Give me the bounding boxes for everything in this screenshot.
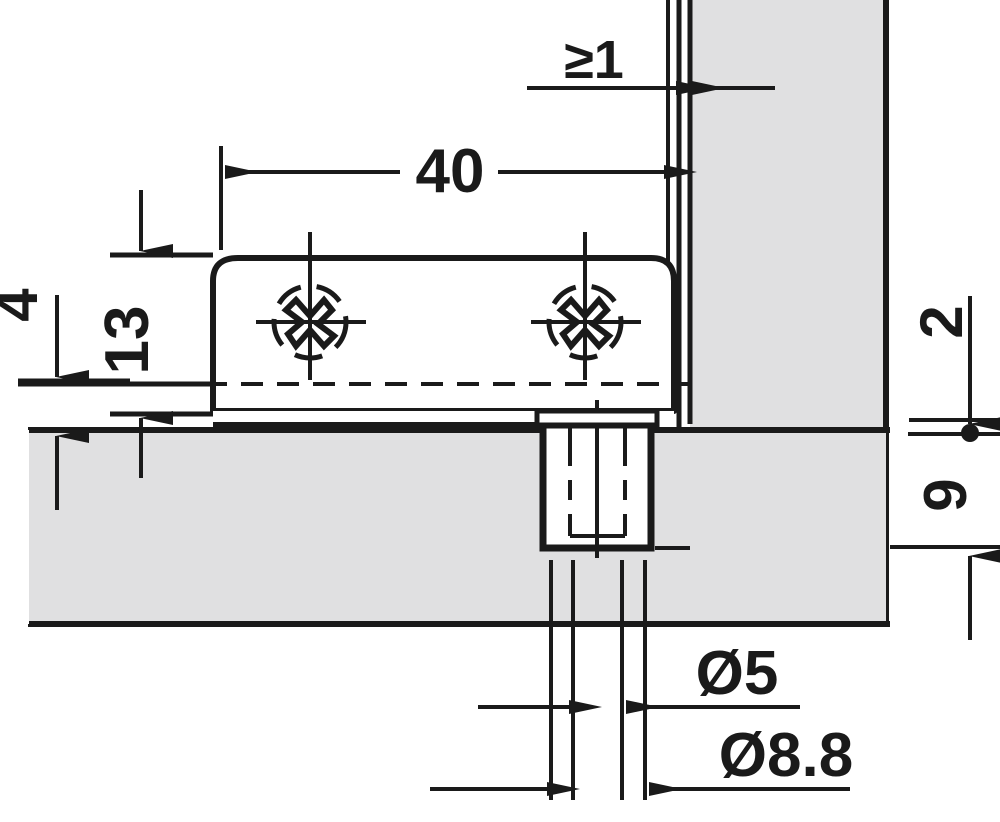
centre-dot-marker	[961, 424, 979, 442]
dimension-gap-clearance: ≥1	[527, 30, 775, 95]
dimension-label-gap: ≥1	[564, 30, 624, 90]
dimension-bore-depth: 9	[890, 478, 1000, 640]
dimension-plate-offset: 4	[0, 288, 130, 510]
bore-extension-lines	[549, 560, 647, 800]
dimension-label-40: 40	[416, 137, 485, 206]
reference-lines	[18, 381, 890, 432]
screw-hole-left	[256, 232, 366, 380]
dimension-label-2: 2	[908, 305, 975, 338]
dimension-boss-protrusion: 2	[908, 296, 1000, 442]
dimension-label-9: 9	[912, 478, 979, 511]
dimension-label-4: 4	[0, 288, 50, 322]
dimension-pilot-bore: Ø5	[478, 639, 800, 714]
dimension-label-13: 13	[93, 306, 162, 375]
base-panel	[27, 427, 890, 627]
dimension-plate-length: 40	[219, 130, 697, 250]
dimension-dowel-bore: Ø8.8	[430, 721, 853, 796]
dowel-boss	[534, 400, 690, 558]
dimension-label-d5: Ø5	[696, 639, 779, 708]
dimension-plate-height: 13	[93, 190, 213, 478]
dimension-label-d88: Ø8.8	[719, 721, 853, 790]
screw-hole-right	[531, 232, 641, 380]
